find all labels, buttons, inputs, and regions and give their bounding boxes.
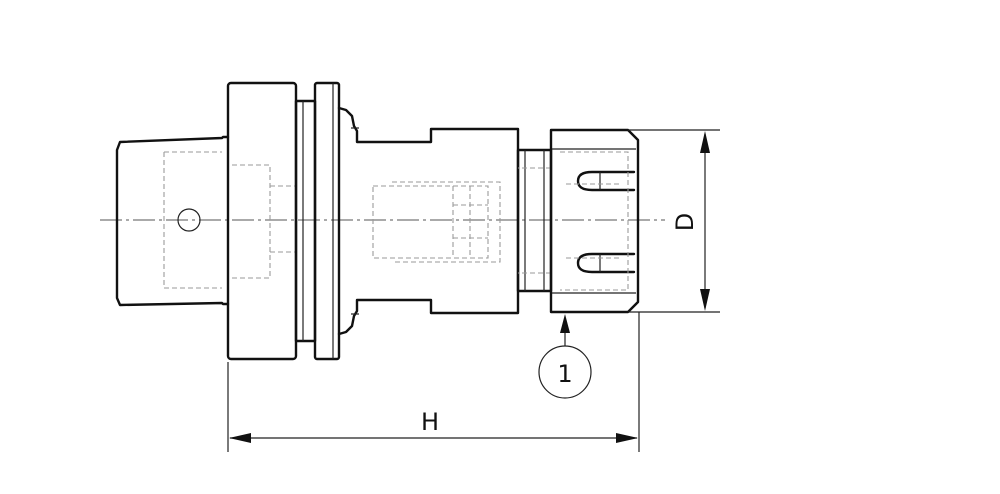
taper-shank xyxy=(115,135,230,307)
callout-circle xyxy=(538,345,592,399)
flange xyxy=(226,81,298,361)
clamping-nut xyxy=(549,128,640,314)
holder-body xyxy=(337,106,520,336)
drive-hole xyxy=(177,208,201,232)
diameter-dimension: D xyxy=(628,129,720,313)
v-flange xyxy=(294,81,341,361)
diameter-label: D xyxy=(671,213,699,231)
callout-number: 1 xyxy=(557,360,572,388)
length-label: H xyxy=(421,408,439,436)
length-dimension: H xyxy=(227,312,640,452)
callout-balloon: 1 xyxy=(538,314,592,399)
